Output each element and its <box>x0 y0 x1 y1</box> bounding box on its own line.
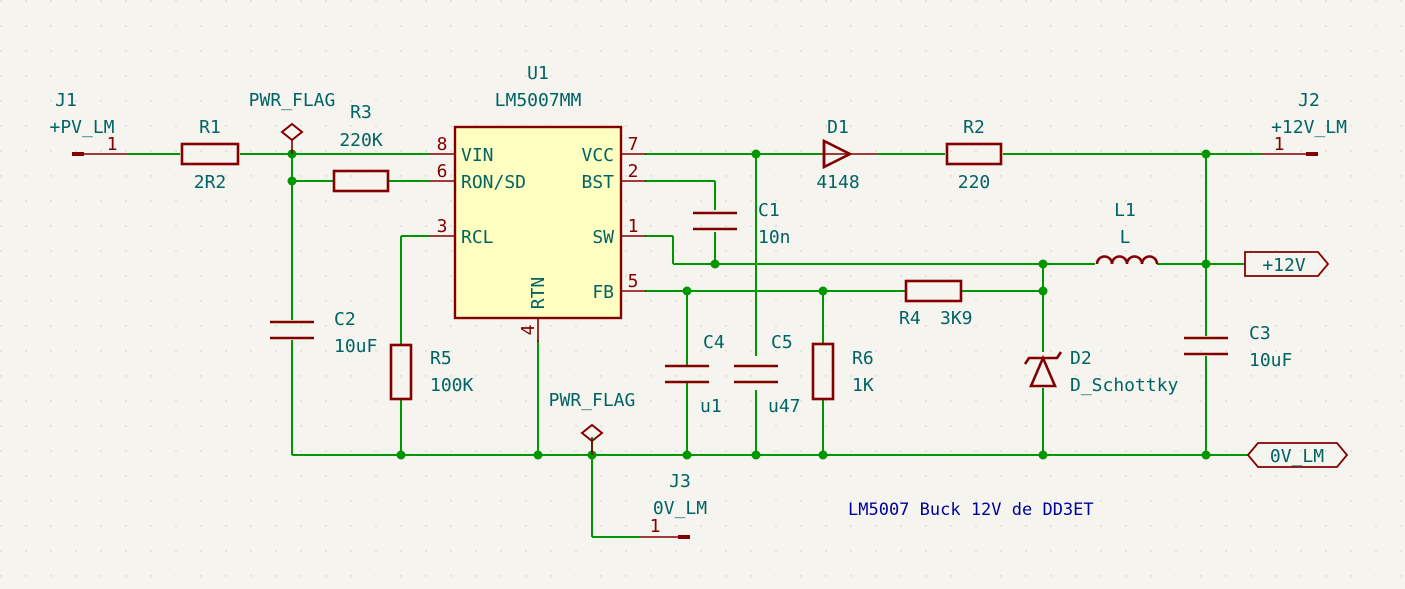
r2-ref: R2 <box>963 117 985 138</box>
pwr-flag-1[interactable]: PWR_FLAG <box>249 90 336 154</box>
r4-ref: R4 <box>899 308 921 329</box>
l1-inductor[interactable]: L1 L <box>1095 200 1159 265</box>
pwr-flag-2[interactable]: PWR_FLAG <box>549 390 636 455</box>
r3-resistor[interactable]: R3 220K <box>332 102 390 193</box>
d2-schottky-diode[interactable]: D2 D_Schottky <box>1023 348 1179 396</box>
schematic-note: LM5007 Buck 12V de DD3ET <box>848 500 1094 520</box>
u1-pin-name-bst: BST <box>581 172 614 193</box>
u1-pin-name-fb: FB <box>592 282 614 303</box>
d2-ref: D2 <box>1070 348 1092 369</box>
u1-pin-name-ron-sd: RON/SD <box>461 172 526 193</box>
u1-pin-num-7: 7 <box>628 134 639 155</box>
u1-ref: U1 <box>527 63 549 84</box>
j1-connector[interactable]: 1 J1 +PV_LM <box>49 90 128 156</box>
j1-value: +PV_LM <box>49 117 114 138</box>
j1-pin-num: 1 <box>107 134 118 155</box>
c2-value: 10uF <box>334 336 377 357</box>
r2-resistor[interactable]: R2 220 <box>945 117 1003 193</box>
d1-diode[interactable]: D1 4148 <box>816 117 878 193</box>
r5-ref: R5 <box>430 348 452 369</box>
d1-ref: D1 <box>827 117 849 138</box>
c4-value: u1 <box>700 396 722 417</box>
r3-ref: R3 <box>350 102 372 123</box>
u1-pin-num-1: 1 <box>628 216 639 237</box>
r3-value: 220K <box>339 130 383 151</box>
u1-pin-num-2: 2 <box>628 161 639 182</box>
c3-ref: C3 <box>1249 323 1271 344</box>
u1-pin-name-sw: SW <box>592 227 614 248</box>
u1-pin-name-rcl: RCL <box>461 227 494 248</box>
r1-value: 2R2 <box>194 172 227 193</box>
u1-pin-num-5: 5 <box>628 271 639 292</box>
c5-value: u47 <box>768 396 801 417</box>
u1-pin-name-rtn: RTN <box>528 277 549 310</box>
net-label-0v-lm[interactable]: 0V_LM <box>1246 442 1349 468</box>
net-label-0v-lm-text: 0V_LM <box>1270 446 1324 467</box>
j3-ref: J3 <box>669 471 691 492</box>
l1-ref: L1 <box>1114 200 1136 221</box>
u1-pin-num-6: 6 <box>437 161 448 182</box>
r6-resistor[interactable]: R6 1K <box>811 342 874 401</box>
c5-ref: C5 <box>771 332 793 353</box>
j3-pin-num: 1 <box>650 516 661 537</box>
l1-value: L <box>1120 227 1131 248</box>
r6-ref: R6 <box>852 348 874 369</box>
u1-pin-name-vin: VIN <box>461 145 494 166</box>
u1-pin-name-vcc: VCC <box>581 145 614 166</box>
r2-value: 220 <box>958 172 991 193</box>
j2-connector[interactable]: 1 J2 +12V_LM <box>1262 90 1347 156</box>
u1-pin-num-8: 8 <box>437 134 448 155</box>
r5-value: 100K <box>430 375 474 396</box>
c2-ref: C2 <box>334 309 356 330</box>
c3-capacitor[interactable]: C3 10uF <box>1184 323 1292 371</box>
d2-value: D_Schottky <box>1070 375 1179 396</box>
j3-value: 0V_LM <box>653 498 707 519</box>
u1-value: LM5007MM <box>495 90 582 111</box>
j1-ref: J1 <box>55 90 77 111</box>
r1-ref: R1 <box>199 117 221 138</box>
c3-value: 10uF <box>1249 350 1292 371</box>
net-label-12v[interactable]: +12V <box>1244 251 1330 277</box>
pwr-flag-2-label: PWR_FLAG <box>549 390 636 411</box>
j3-connector[interactable]: 1 J3 0V_LM <box>640 471 707 539</box>
c4-capacitor[interactable]: C4 u1 <box>665 332 725 417</box>
u1-ic[interactable]: U1 LM5007MM 8 6 3 7 2 1 5 4 VIN RON/SD R… <box>430 63 646 342</box>
c1-value: 10n <box>758 227 791 248</box>
pwr-flag-1-label: PWR_FLAG <box>249 90 336 111</box>
r4-value: 3K9 <box>940 308 973 329</box>
c5-capacitor[interactable]: C5 u47 <box>734 332 801 417</box>
u1-pin-num-4: 4 <box>518 325 539 336</box>
j2-ref: J2 <box>1298 90 1320 111</box>
r4-resistor[interactable]: R4 3K9 <box>899 279 973 329</box>
u1-pin-num-3: 3 <box>437 216 448 237</box>
c2-capacitor[interactable]: C2 10uF <box>270 309 377 357</box>
r6-value: 1K <box>852 375 874 396</box>
c1-ref: C1 <box>758 200 780 221</box>
r1-resistor[interactable]: R1 2R2 <box>180 117 240 193</box>
c4-ref: C4 <box>703 332 725 353</box>
d1-value: 4148 <box>816 172 859 193</box>
j2-value: +12V_LM <box>1271 117 1347 138</box>
j2-pin-num: 1 <box>1274 134 1285 155</box>
r5-resistor[interactable]: R5 100K <box>389 343 474 401</box>
c1-capacitor[interactable]: C1 10n <box>693 200 791 248</box>
net-label-12v-text: +12V <box>1262 255 1306 276</box>
